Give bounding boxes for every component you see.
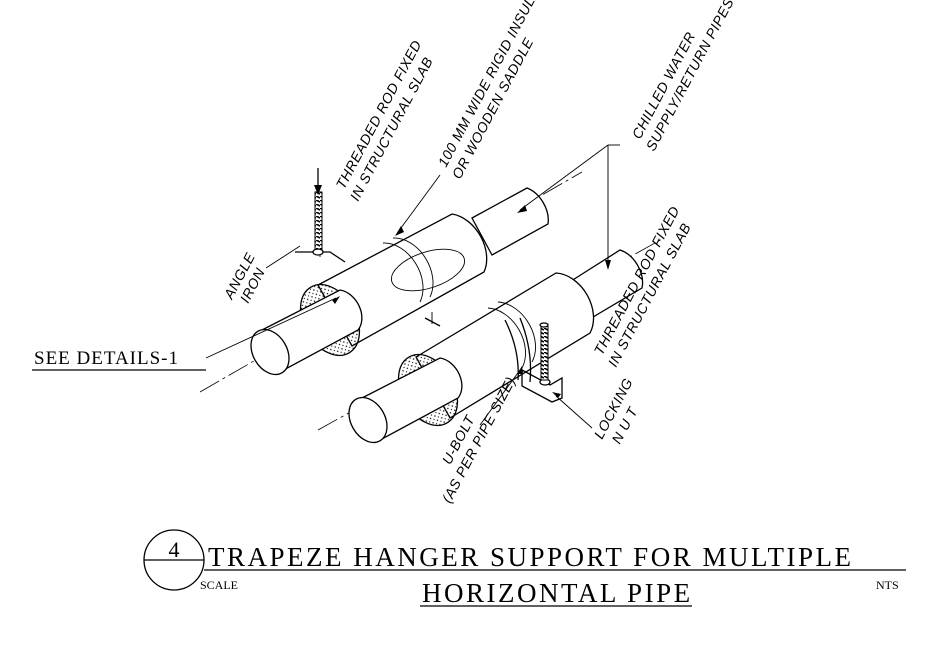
detail-number: 4 [169,537,180,562]
label-insulation: 100 MM WIDE RIGID INSULATION OR WOODEN S… [435,0,559,181]
label-chilled-water: CHILLED WATER SUPPLY/RETURN PIPES [629,0,737,153]
back-pipe [199,171,583,393]
front-pipe [317,237,665,444]
label-rod-top: THREADED ROD FIXED IN STRUCTURAL SLAB [333,37,436,203]
see-details-label: SEE DETAILS-1 [34,348,179,369]
svg-text:SUPPLY/RETURN PIPES: SUPPLY/RETURN PIPES [643,0,737,153]
threaded-rod-left [312,168,324,256]
title-block: 4 TRAPEZE HANGER SUPPORT FOR MULTIPLE SC… [143,529,906,608]
threaded-rod-right [539,322,549,381]
scale-label: SCALE [200,578,238,592]
title-line-1: TRAPEZE HANGER SUPPORT FOR MULTIPLE [208,542,853,572]
scale-value: NTS [876,578,899,592]
label-angle-iron: ANGLE IRON [220,250,268,306]
leader-lines [205,144,620,429]
title-line-2: HORIZONTAL PIPE [422,578,693,608]
label-locking-nut: LOCKING N U T [591,375,642,446]
